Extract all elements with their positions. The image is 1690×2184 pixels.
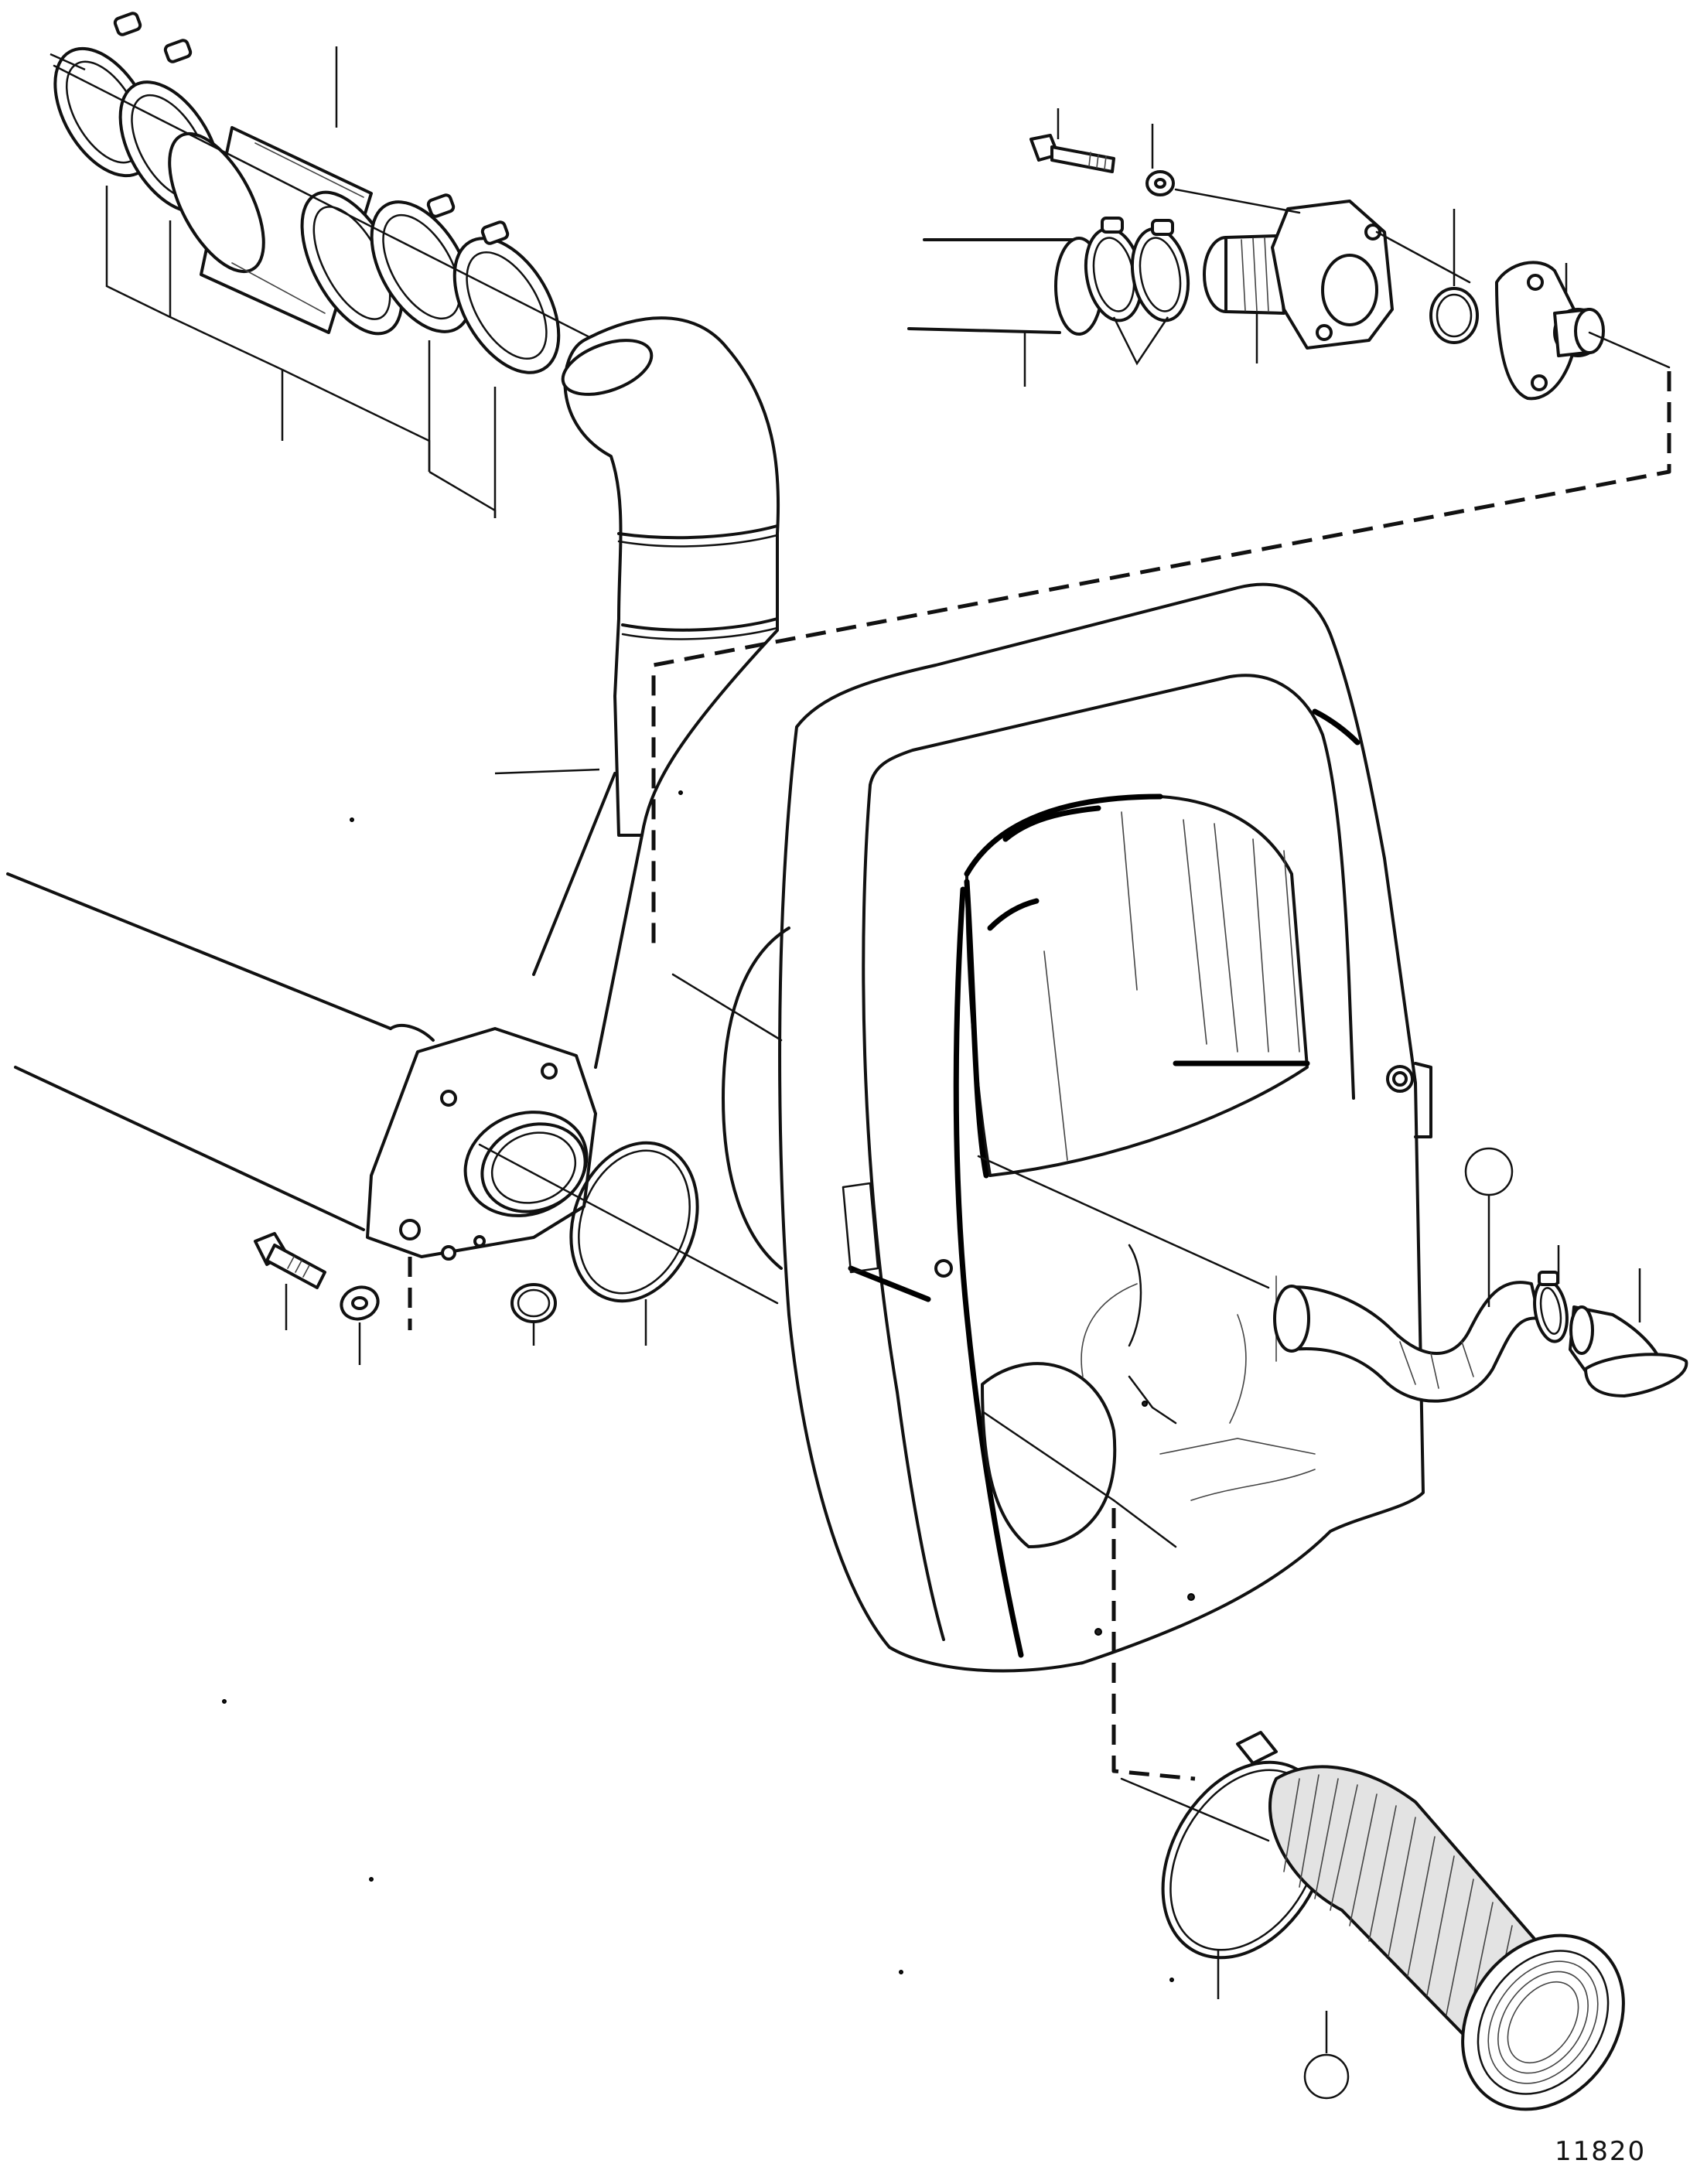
exhaust-elbow-pipe: [494, 316, 780, 1069]
o-ring-large: [569, 1141, 699, 1346]
exhaust-housing-shield: [671, 582, 1432, 1673]
bolt-lower-left: [254, 1232, 326, 1330]
figure-number: 11820: [1555, 2136, 1647, 2167]
pipe-flange: [366, 1027, 779, 1305]
hose-clamp-assembly-top-left: [50, 12, 605, 518]
drawing-specks: [222, 790, 1174, 1982]
dashed-connection-route: [651, 371, 1671, 1781]
bent-tube-right: [1273, 1147, 1688, 1403]
o-ring-top-right: [1429, 209, 1479, 344]
elbow-flange-body: [1271, 200, 1394, 350]
tube-clamp-right: [1533, 1245, 1569, 1343]
clamp-pair: [1084, 217, 1190, 366]
elbow-fitting-right: [1569, 1268, 1688, 1397]
bellows-assembly-bottom: [1120, 1731, 1625, 2111]
long-exhaust-pipe-left: [6, 872, 435, 1231]
threaded-nipple: [1203, 234, 1285, 363]
hose-clamp-4: [452, 220, 561, 374]
rubber-hose: [168, 126, 404, 336]
hose-clamp-3: [370, 193, 473, 333]
flanged-spigot: [1495, 261, 1605, 401]
bolt-top-right: [1029, 108, 1115, 173]
washer-top-right: [1145, 124, 1175, 196]
washer-lower-left: [340, 1257, 412, 1365]
rubber-bellows: [1268, 1765, 1625, 2111]
fitting-assembly-top-right: [907, 108, 1671, 401]
o-ring-small: [510, 1283, 557, 1346]
